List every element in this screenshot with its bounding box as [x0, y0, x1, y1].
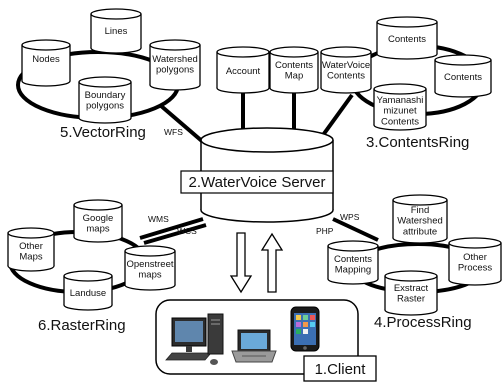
node-vector-lines-label: Lines: [105, 26, 128, 37]
protocol-wfs: WFS: [164, 127, 183, 137]
watervoice-server: 2.WaterVoice Server: [180, 127, 334, 223]
node-landuse: Landuse: [63, 270, 113, 311]
node-landuse-label: Landuse: [70, 288, 106, 299]
server-label: 2.WaterVoice Server: [189, 174, 326, 191]
protocol-php: PHP: [316, 226, 334, 236]
raster-ring-label: 6.RasterRing: [38, 317, 126, 334]
server-label-box: [180, 170, 334, 194]
node-contents-right-label: Contents: [444, 72, 482, 83]
contents-ring-label: 3.ContentsRing: [366, 134, 469, 151]
wms-connector: [139, 217, 204, 240]
smartphone-icon: [290, 306, 320, 352]
client-box: 1.Client: [155, 299, 377, 382]
client-label-box: [303, 355, 377, 382]
desktop-computer-icon: [165, 313, 224, 365]
download-arrow: [229, 232, 253, 294]
protocol-wps: WPS: [340, 212, 360, 222]
node-contents-right: Contents: [434, 54, 492, 98]
upload-arrow: [260, 232, 284, 293]
client-label: 1.Client: [315, 361, 367, 378]
protocol-wms: WMS: [148, 214, 169, 224]
process-ring-label: 4.ProcessRing: [374, 314, 472, 331]
node-vector-nodes-label: Nodes: [32, 54, 60, 65]
node-account: Account: [216, 46, 270, 94]
node-vector-lines: Lines: [90, 8, 142, 54]
node-account-label: Account: [226, 66, 261, 77]
protocol-wcs: WCS: [177, 226, 197, 236]
node-contents-top: Contents: [376, 16, 438, 60]
process-ring-connector: [332, 217, 379, 242]
wcs-connector: [143, 223, 207, 245]
node-contents-top-label: Contents: [388, 34, 426, 45]
laptop-icon: [231, 329, 277, 363]
node-vector-nodes: Nodes: [21, 39, 71, 87]
vector-ring-label: 5.VectorRing: [60, 124, 146, 141]
